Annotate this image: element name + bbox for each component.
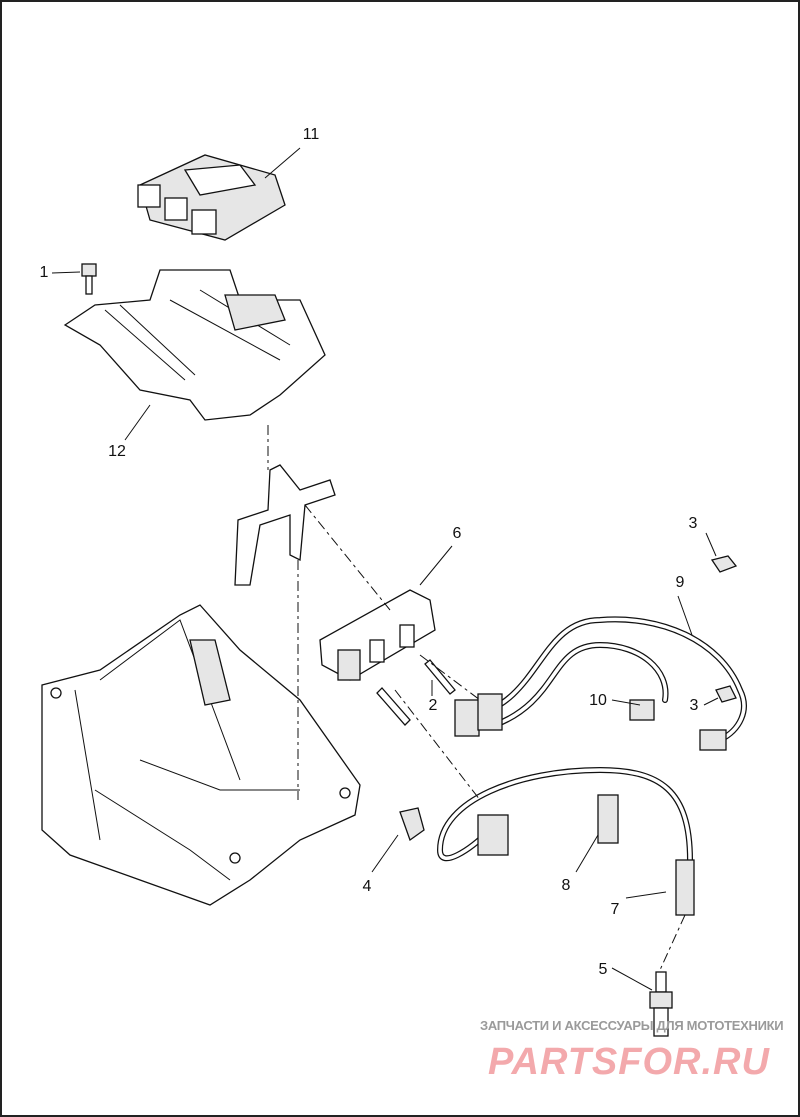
watermark-tagline: ЗАПЧАСТИ И АКСЕССУАРЫ ДЛЯ МОТОТЕХНИКИ <box>480 1018 784 1033</box>
ignition-coil <box>319 589 436 681</box>
callout-9: 9 <box>675 574 685 591</box>
coil-screws <box>376 659 456 726</box>
callout-2: 2 <box>428 697 438 714</box>
callout-11: 11 <box>302 126 320 143</box>
callout-8: 8 <box>561 877 571 894</box>
callout-3: 3 <box>688 515 698 532</box>
cable-clip <box>399 807 425 842</box>
clip-mid <box>715 685 737 703</box>
watermark-brand-right: FOR.RU <box>618 1041 770 1083</box>
spark-plug-wires <box>436 616 747 916</box>
ecm-bracket <box>63 269 326 421</box>
callout-12: 12 <box>108 443 126 460</box>
callout-7: 7 <box>610 901 620 918</box>
callout-3-b: 3 <box>689 697 699 714</box>
clip-top <box>710 555 738 573</box>
bolt <box>81 263 97 295</box>
callout-4: 4 <box>362 878 372 895</box>
callout-5: 5 <box>598 961 608 978</box>
callout-1: 1 <box>39 264 49 281</box>
ecm-module <box>137 154 286 241</box>
callout-10: 10 <box>589 692 607 709</box>
spark-plug <box>649 971 673 1037</box>
battery-tray <box>41 604 361 906</box>
watermark-logo: PARTSFOR.RU <box>488 1042 770 1082</box>
coil-mount-bracket <box>234 464 336 586</box>
watermark-brand-left: PARTS <box>488 1041 619 1083</box>
callout-6: 6 <box>452 525 462 542</box>
